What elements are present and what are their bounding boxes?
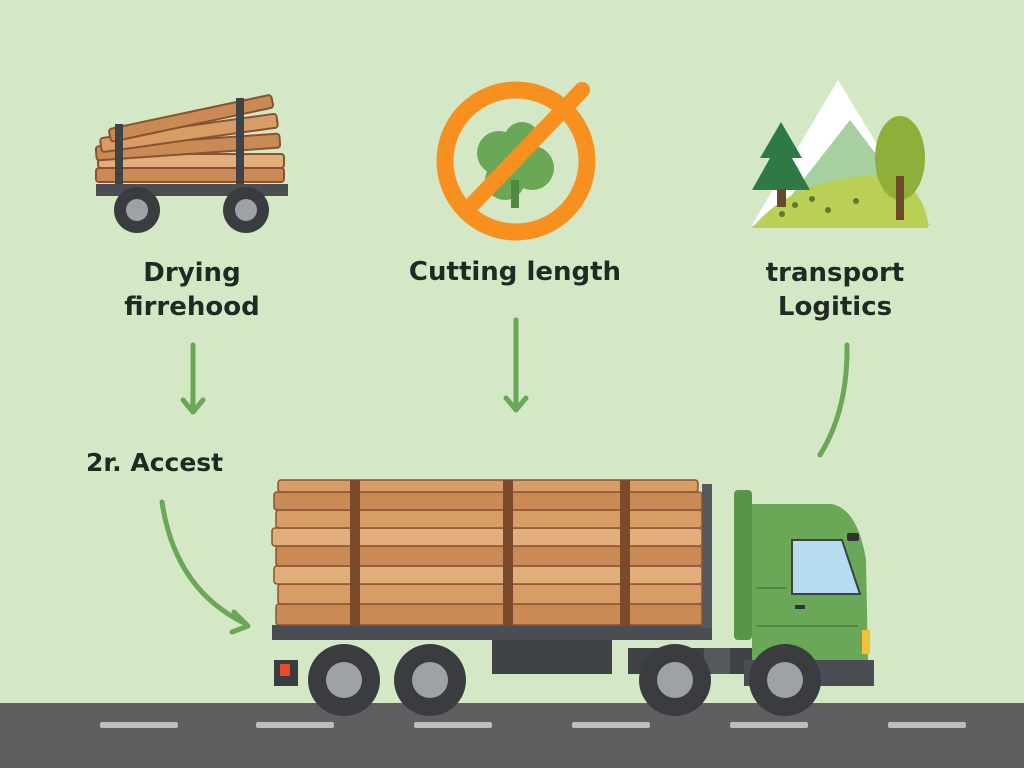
logging-truck-icon [271,479,874,716]
label-transport-line1: transport [765,258,905,288]
no-tree-icon [436,81,596,241]
label-cutting-length: Cutting length [380,255,650,289]
firewood-cart-icon [94,94,288,233]
label-drying-line2: firrehood [124,292,260,322]
label-transport-line2: Logitics [777,292,893,322]
arrow-transport-curve [817,342,850,458]
arrow-cutting-down [503,317,529,413]
label-drying-firewood: Drying firrehood [92,256,292,324]
label-drying-line1: Drying [143,258,241,288]
forest-landscape-icon [752,80,930,228]
label-transport-logistics: transport Logitics [740,256,930,324]
road [0,703,1024,768]
arrow-drying-down [180,342,206,415]
label-access: 2r. Accest [86,446,223,480]
label-cutting-line1: Cutting length [408,257,622,287]
label-access-line1: 2r. Accest [86,448,224,477]
arrow-access-curve [159,499,251,635]
